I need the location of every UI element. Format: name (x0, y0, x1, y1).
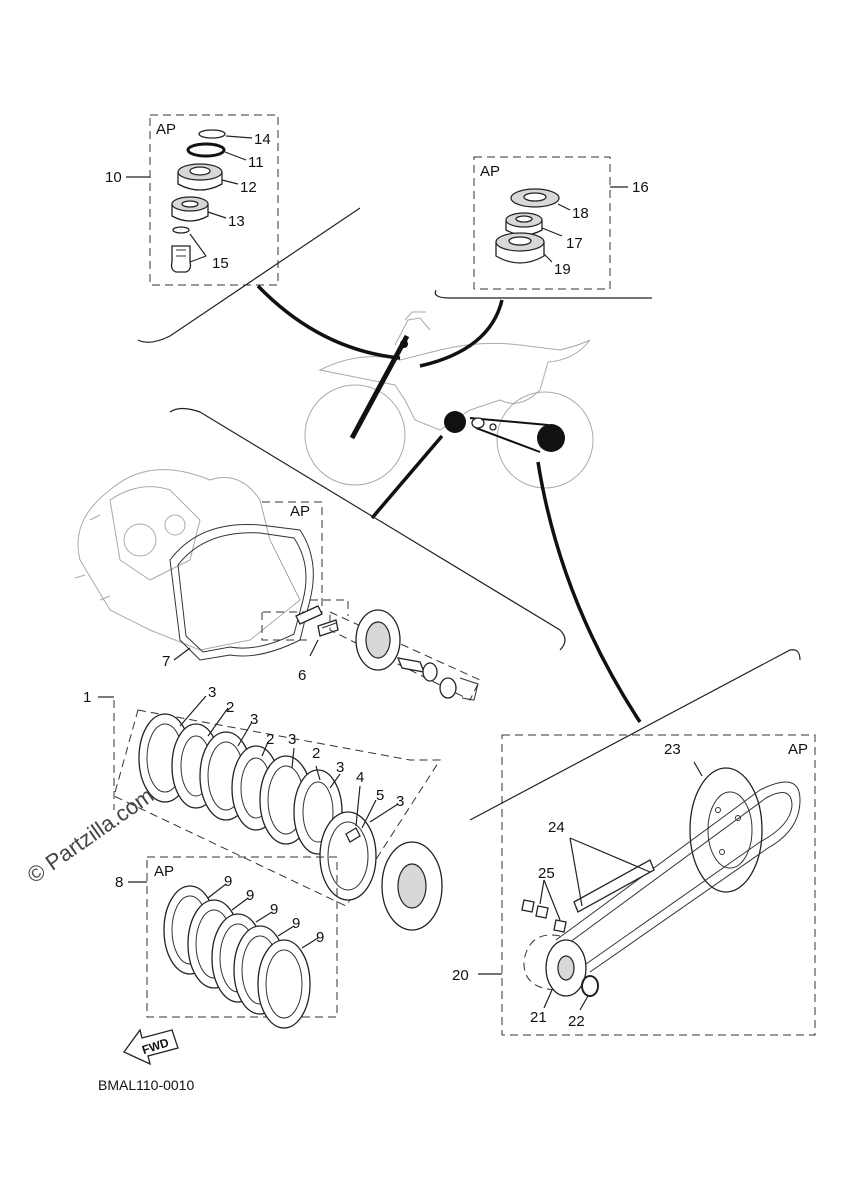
part-label-13: 13 (228, 213, 245, 230)
ap-label-chain: AP (788, 741, 808, 758)
partzilla-watermark: © Partzilla.com (23, 783, 159, 889)
part-label-21: 21 (530, 1009, 547, 1026)
callout-upper-outline (137, 207, 361, 343)
friction-set-ap-box (146, 856, 338, 1018)
washer-15 (172, 226, 190, 234)
ap-label-friction: AP (154, 863, 174, 880)
part-label-5: 5 (376, 787, 384, 804)
fwd-arrow-icon (123, 1028, 179, 1066)
ap-label-upper: AP (156, 121, 176, 138)
crankcase-group: 7 AP 6 (74, 469, 349, 684)
part-label-19: 19 (554, 261, 571, 278)
steering-lower-group: AP 16 18 17 19 (473, 156, 649, 290)
joint-clip-25b (535, 905, 549, 919)
part-label-9c: 9 (270, 901, 278, 918)
part-label-9d: 9 (292, 915, 300, 932)
steering-lower-ap-box (473, 156, 611, 290)
clutch-hub-detail (329, 609, 481, 701)
clutch-group: 1 4 5 3 2 3 2 3 (83, 684, 443, 931)
part-label-9b: 9 (246, 887, 254, 904)
drive-chain-group: AP 20 23 24 25 21 22 (452, 734, 816, 1036)
part-label-3c: 3 (288, 731, 296, 748)
callout-lower-outline (434, 289, 652, 299)
chain-link-24 (573, 859, 655, 913)
circlip-22 (581, 975, 599, 997)
part-label-8: 8 (115, 874, 123, 891)
part-label-9e: 9 (316, 929, 324, 946)
part-label-11: 11 (248, 154, 264, 171)
part-label-23: 23 (664, 741, 681, 758)
part-label-2c: 2 (312, 745, 320, 762)
steering-upper-group: AP 10 14 11 12 13 15 (105, 114, 279, 286)
friction-plate-3d (319, 811, 377, 901)
friction-set-group: AP 8 9 9 9 9 9 (115, 856, 338, 1029)
part-label-15: 15 (212, 255, 229, 272)
part-label-12: 12 (240, 179, 257, 196)
cover-ap-box (262, 501, 323, 613)
leader-clutch (370, 434, 444, 520)
part-label-24: 24 (548, 819, 565, 836)
diagram-code: BMAL110-0010 (98, 1077, 194, 1093)
part-label-9a: 9 (224, 873, 232, 890)
part-label-1: 1 (83, 689, 91, 706)
callout-clutch-outline (169, 407, 566, 651)
spring-4 (345, 827, 361, 843)
leader-lower (419, 299, 504, 368)
gasket-7 (169, 523, 314, 661)
part-label-25: 25 (538, 865, 555, 882)
part-label-10: 10 (105, 169, 122, 186)
part-label-3e: 3 (396, 793, 404, 810)
o-ring-11 (186, 142, 226, 158)
part-label-4: 4 (356, 769, 364, 786)
part-label-2b: 2 (266, 731, 274, 748)
part-label-2a: 2 (226, 699, 234, 716)
part-label-17: 17 (566, 235, 583, 252)
part-label-6: 6 (298, 667, 306, 684)
washer-14 (198, 129, 226, 139)
part-label-14: 14 (254, 131, 271, 148)
part-label-16: 16 (632, 179, 649, 196)
ap-label-cover: AP (290, 503, 310, 520)
joint-clip-25a (521, 899, 535, 913)
clutch-outline (113, 709, 441, 907)
part-label-3d: 3 (336, 759, 344, 776)
engine-sprocket-marker (444, 411, 466, 433)
leader-chain (536, 461, 642, 723)
drive-chain (555, 781, 801, 973)
rear-sprocket-marker (537, 424, 565, 452)
drive-chain-ap-box (501, 734, 816, 1036)
ap-label-lower: AP (480, 163, 500, 180)
callout-chain-outline (469, 649, 801, 821)
steering-upper-ap-box (149, 114, 279, 286)
part-label-3b: 3 (250, 711, 258, 728)
part-label-7: 7 (162, 653, 170, 670)
motorcycle-outline (304, 311, 594, 489)
part-label-3a: 3 (208, 684, 216, 701)
part-label-22: 22 (568, 1013, 585, 1030)
part-label-18: 18 (572, 205, 589, 222)
bolt-15 (170, 245, 192, 273)
leader-upper (256, 284, 401, 360)
forward-direction-arrow: FWD (123, 1028, 179, 1066)
rear-sprocket-23 (689, 767, 763, 893)
friction-plate-9e (257, 939, 311, 1029)
part-label-20: 20 (452, 967, 469, 984)
joint-clip-25c (553, 919, 567, 933)
